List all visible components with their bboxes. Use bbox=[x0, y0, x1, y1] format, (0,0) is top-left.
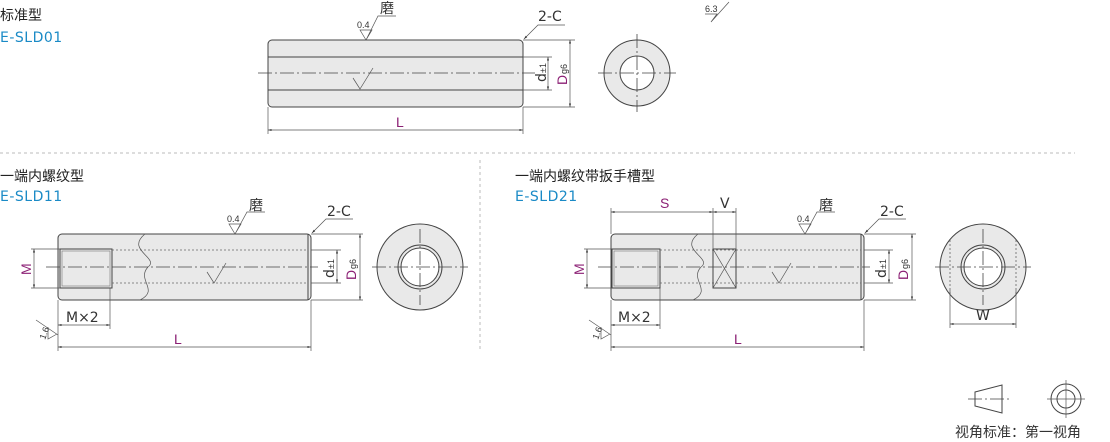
section-internal-thread: 一端内螺纹型 E-SLD11 磨 0.4 2-C M bbox=[0, 169, 468, 351]
D-label: D bbox=[895, 270, 911, 280]
roughness-label: 0.4 bbox=[227, 214, 240, 224]
section-title: 一端内螺纹型 bbox=[0, 169, 84, 185]
grind-callout: 磨 0.4 bbox=[227, 198, 265, 235]
section-title: 一端内螺纹带扳手槽型 bbox=[515, 169, 655, 185]
dimensions: M d ±1 D g6 M×2 L bbox=[18, 233, 363, 351]
roughness-icon bbox=[588, 319, 612, 340]
roughness-icon bbox=[228, 211, 265, 235]
L-label: L bbox=[734, 331, 742, 347]
D-tol: g6 bbox=[900, 259, 910, 269]
surface-finish-icon bbox=[206, 262, 227, 284]
d-tol: ±1 bbox=[326, 259, 336, 269]
end-view bbox=[372, 223, 468, 311]
section-wrench-flat: 一端内螺纹带扳手槽型 E-SLD21 磨 0.4 2-C bbox=[515, 169, 1031, 351]
chamfer-label: 2-C bbox=[538, 9, 562, 25]
side-view bbox=[598, 233, 870, 301]
surface-finish-icon bbox=[352, 67, 374, 90]
surface-finish-icon bbox=[771, 262, 792, 284]
end-view bbox=[598, 34, 676, 112]
chamfer-label: 2-C bbox=[880, 204, 904, 220]
d-label: d bbox=[534, 73, 550, 82]
D-label: D bbox=[554, 75, 570, 85]
d-label: d bbox=[874, 269, 890, 278]
W-label: W bbox=[976, 308, 990, 324]
product-code: E-SLD01 bbox=[0, 30, 63, 46]
side-view bbox=[46, 233, 318, 301]
general-roughness-label: 6.3 bbox=[705, 4, 718, 14]
side-view bbox=[258, 39, 535, 108]
roughness-label: 0.4 bbox=[357, 20, 370, 30]
grind-label: 磨 bbox=[380, 1, 394, 17]
grind-callout: 磨 0.4 bbox=[797, 198, 835, 235]
S-label: S bbox=[660, 195, 669, 211]
chamfer-callout: 2-C bbox=[311, 204, 353, 234]
roughness-label: 0.4 bbox=[797, 214, 810, 224]
L-label: L bbox=[174, 331, 182, 347]
projection-symbol: 视角标准：第一视角 bbox=[955, 380, 1085, 441]
L-label: L bbox=[396, 114, 404, 130]
M-label: M bbox=[18, 263, 34, 275]
chamfer-label: 2-C bbox=[327, 204, 351, 220]
section-title: 标准型 bbox=[0, 8, 42, 24]
roughness-icon bbox=[359, 15, 396, 41]
wrench-flat-mark bbox=[712, 248, 737, 289]
grind-label: 磨 bbox=[819, 198, 833, 214]
section-standard: 标准型 E-SLD01 磨 0.4 2-C d ±1 bbox=[0, 1, 730, 134]
thread-roughness: 1.6 bbox=[35, 319, 59, 341]
M-label: M bbox=[571, 263, 587, 275]
grind-callout: 磨 0.4 bbox=[357, 1, 396, 41]
product-code: E-SLD21 bbox=[515, 189, 578, 205]
general-roughness: 6.3 bbox=[705, 1, 730, 23]
roughness-icon bbox=[705, 1, 730, 23]
D-tol: g6 bbox=[348, 259, 358, 269]
V-label: V bbox=[720, 196, 730, 212]
roughness-icon bbox=[35, 319, 59, 340]
thread-depth-label: M×2 bbox=[66, 310, 99, 326]
d-tol: ±1 bbox=[878, 259, 888, 269]
projection-cone-icon bbox=[974, 384, 1003, 414]
chamfer-callout: 2-C bbox=[864, 204, 906, 234]
product-code: E-SLD11 bbox=[0, 189, 63, 205]
grind-label: 磨 bbox=[249, 198, 263, 214]
dimensions: d ±1 D g6 L bbox=[267, 39, 575, 134]
thread-depth-label: M×2 bbox=[618, 310, 651, 326]
D-tol: g6 bbox=[559, 64, 569, 74]
projection-label: 视角标准：第一视角 bbox=[955, 424, 1081, 441]
D-label: D bbox=[343, 270, 359, 280]
dimensions: S V M d ±1 D g6 M×2 bbox=[571, 195, 916, 351]
roughness-icon bbox=[798, 211, 835, 235]
thread-roughness: 1.6 bbox=[588, 319, 612, 341]
chamfer-callout: 2-C bbox=[523, 9, 565, 40]
d-tol: ±1 bbox=[538, 63, 548, 73]
end-view: W bbox=[935, 223, 1031, 328]
d-label: d bbox=[322, 269, 338, 278]
